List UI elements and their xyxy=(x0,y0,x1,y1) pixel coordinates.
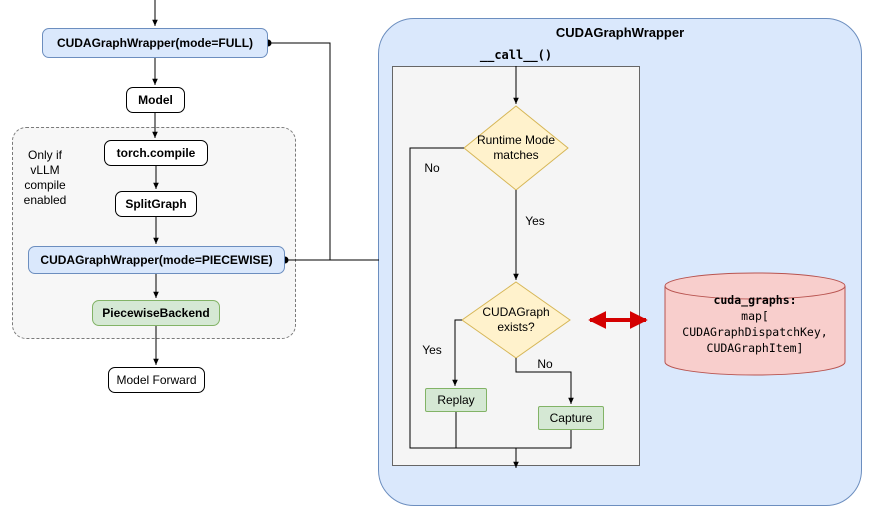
edge-no-to-capture xyxy=(515,358,574,404)
cudagraph-exists-label: CUDAGraph exists? xyxy=(482,305,550,334)
panel-title: CUDAGraphWrapper xyxy=(555,24,685,40)
edge-capture-merge xyxy=(516,430,572,449)
runtime-mode-label: Runtime Mode matches xyxy=(476,133,556,162)
node-model-forward: Model Forward xyxy=(108,367,205,393)
label-no-exists: No xyxy=(537,357,553,371)
node-replay: Replay xyxy=(425,388,487,412)
node-torch-compile: torch.compile xyxy=(104,140,208,166)
edge-yes-to-replay xyxy=(452,319,462,386)
datastore-line-2: CUDAGraphDispatchKey, xyxy=(682,325,828,339)
call-label: __call__() xyxy=(479,47,553,62)
node-model: Model xyxy=(126,87,185,113)
datastore-label: cuda_graphs: map[ CUDAGraphDispatchKey, … xyxy=(665,292,845,356)
node-cudagraphwrapper-piecewise: CUDAGraphWrapper(mode=PIECEWISE) xyxy=(28,246,285,274)
connector-full-to-panel xyxy=(268,42,331,260)
datastore-line-1: map[ xyxy=(741,309,769,323)
edge-no-bypass xyxy=(409,147,516,449)
cuda-graphs-cylinder-lid xyxy=(664,285,846,300)
node-splitgraph: SplitGraph xyxy=(115,191,197,217)
label-yes-runtime: Yes xyxy=(525,214,545,228)
node-piecewise-backend: PiecewiseBackend xyxy=(92,300,220,326)
datastore-title: cuda_graphs: xyxy=(713,293,797,307)
group-note: Only if vLLM compile enabled xyxy=(23,148,67,207)
label-yes-exists: Yes xyxy=(422,343,442,357)
datastore-line-3: CUDAGraphItem] xyxy=(706,341,804,355)
label-no-runtime: No xyxy=(424,161,440,175)
node-cudagraphwrapper-full: CUDAGraphWrapper(mode=FULL) xyxy=(42,28,268,58)
node-capture: Capture xyxy=(538,406,604,430)
cuda-graphs-cylinder xyxy=(664,272,846,376)
